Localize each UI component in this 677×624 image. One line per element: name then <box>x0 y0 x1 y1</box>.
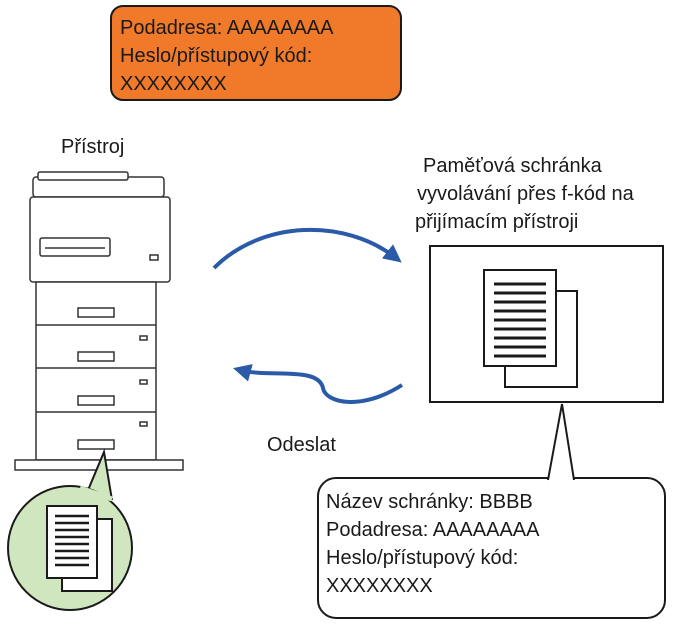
receiver-password-label: Heslo/přístupový kód: <box>326 547 518 569</box>
receiver-password-value: XXXXXXXX <box>326 575 433 597</box>
callout-pointer <box>547 403 575 481</box>
memory-box-label-line2: vyvolávání přes f-kód na <box>417 183 635 205</box>
sender-credentials-box: Podadresa: AAAAAAAA Heslo/přístupový kód… <box>110 5 402 101</box>
sender-password-label: Heslo/přístupový kód: <box>120 45 312 67</box>
device-label: Přístroj <box>61 136 124 158</box>
sender-subaddress: Podadresa: AAAAAAAA <box>120 17 334 39</box>
sender-password-value: XXXXXXXX <box>120 73 227 95</box>
stacked-documents-icon <box>483 269 578 388</box>
curved-arrow-icon <box>233 364 404 404</box>
callout-pointer <box>85 448 113 501</box>
send-label: Odeslat <box>267 434 336 456</box>
receiver-credentials-callout <box>317 477 666 619</box>
copier-icon <box>14 171 184 471</box>
curved-arrow-icon <box>212 227 402 270</box>
receiver-box-name: Název schránky: BBBB <box>326 491 533 513</box>
memory-box-label-line3: přijímacím přístroji <box>415 211 578 233</box>
memory-box-label-line1: Paměťová schránka <box>423 155 603 177</box>
receiver-subaddress: Podadresa: AAAAAAAA <box>326 519 540 541</box>
documents-icon <box>46 505 113 592</box>
